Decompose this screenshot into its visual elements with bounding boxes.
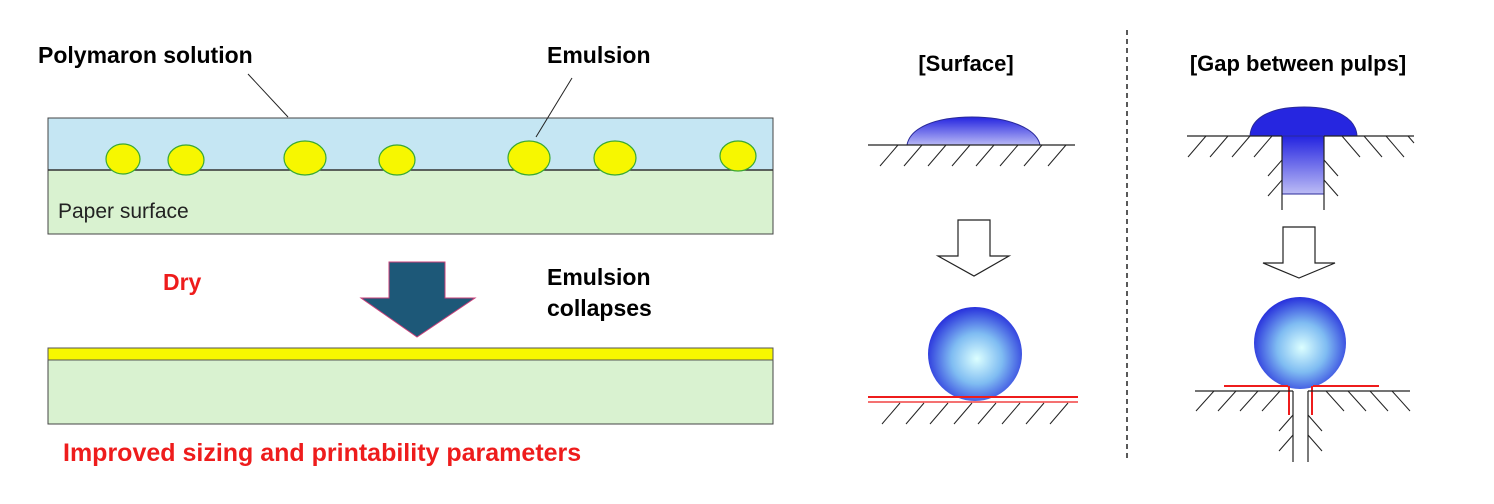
surface-hatching-bottom	[881, 402, 1069, 425]
left-panel: Polymaron solution Emulsion Paper surfac…	[38, 42, 774, 467]
gap-hatching-top	[1187, 135, 1415, 197]
surface-transition-arrow-icon	[935, 219, 1012, 277]
gap-hatching-bottom	[1195, 390, 1411, 452]
emulsion-particle	[378, 144, 416, 176]
surface-hatching-top	[879, 144, 1067, 167]
emulsion-particle	[105, 143, 141, 175]
emulsion-particle	[167, 144, 205, 176]
surface-droplet-icon	[906, 116, 1041, 146]
dry-arrow-icon	[359, 261, 477, 338]
result-caption: Improved sizing and printability paramet…	[63, 439, 581, 467]
emulsion-particles	[105, 140, 757, 176]
dry-label: Dry	[163, 269, 202, 295]
emulsion-particle	[507, 140, 551, 176]
emulsion-collapses-label-line1: Emulsion	[547, 264, 651, 290]
paper-surface-layer	[47, 169, 774, 235]
emulsion-particle	[283, 140, 327, 176]
surface-title: [Surface]	[918, 51, 1013, 76]
surface-panel: [Surface]	[868, 51, 1078, 425]
polymaron-solution-label: Polymaron solution	[38, 42, 253, 68]
gap-panel: [Gap between pulps]	[1187, 51, 1415, 462]
gap-plug-icon	[1281, 135, 1325, 195]
gap-sphere-icon	[1254, 297, 1346, 389]
emulsion-particle	[719, 140, 757, 172]
emulsion-leader-line	[535, 77, 573, 138]
dried-paper-layer	[47, 359, 774, 425]
emulsion-label: Emulsion	[547, 42, 651, 68]
paper-surface-label: Paper surface	[58, 200, 189, 223]
gap-droplet-icon	[1249, 106, 1358, 137]
collapsed-emulsion-film	[47, 347, 774, 361]
solution-leader-line	[247, 73, 289, 118]
gap-title: [Gap between pulps]	[1190, 51, 1406, 76]
emulsion-collapses-label-line2: collapses	[547, 295, 652, 321]
gap-transition-arrow-icon	[1262, 226, 1336, 279]
surface-sphere-icon	[928, 307, 1022, 401]
emulsion-particle	[593, 140, 637, 176]
